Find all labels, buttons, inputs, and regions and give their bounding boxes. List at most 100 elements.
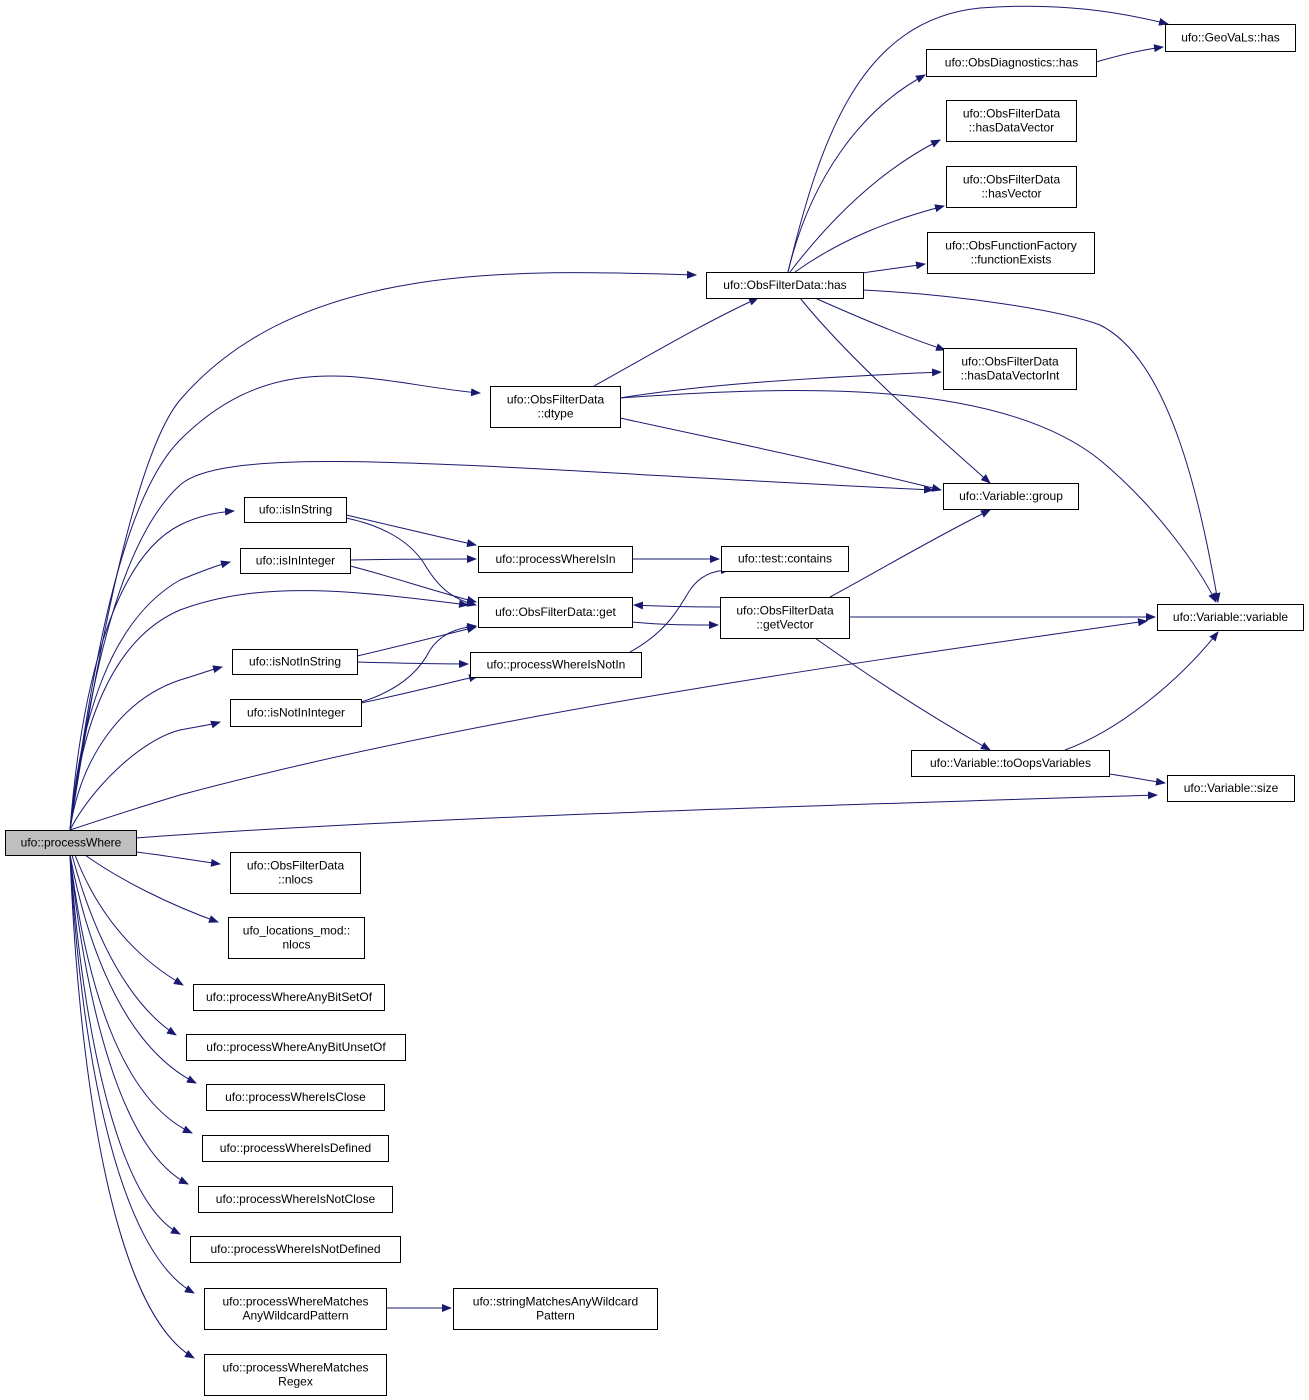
call-edge [814,297,946,351]
node-label: ufo::processWhereIsDefined [220,1141,371,1155]
node-label: ufo::Variable::toOopsVariables [930,756,1091,770]
edge-line [862,261,926,274]
edge-line [345,517,477,607]
node-label: ::hasDataVector [969,121,1054,135]
edge-line [814,637,991,751]
edge-line [69,854,195,1359]
node-label: ufo::processWhereAnyBitUnsetOf [206,1040,386,1054]
node-box [946,166,1077,208]
function-node[interactable]: ufo_locations_mod::nlocs [228,917,365,959]
call-edge [787,5,1169,273]
function-node[interactable]: ufo::processWhereAnyBitUnsetOf [186,1034,406,1061]
function-node[interactable]: ufo::ObsFilterData::get [478,597,633,628]
function-node[interactable]: ufo::isNotInString [232,649,358,675]
call-edge [356,625,477,657]
edge-line [629,566,731,653]
node-label: ufo::processWhereIsNotClose [216,1192,376,1206]
edge-line [69,854,193,1134]
edge-line [787,74,926,273]
node-label: ufo::isNotInInteger [247,706,345,720]
call-edge [349,565,477,604]
function-node[interactable]: ufo::ObsDiagnostics::has [926,49,1097,77]
node-box [198,1186,393,1213]
function-node[interactable]: ufo::isInString [244,497,347,523]
node-label: ufo::processWhereMatches [222,1295,368,1309]
node-label: ufo::test::contains [738,552,832,566]
function-node[interactable]: ufo::processWhereIsClose [206,1084,385,1111]
node-label: ufo::Variable::variable [1173,610,1289,624]
call-edge [345,517,477,607]
call-edge [69,854,193,1134]
function-node[interactable]: ufo::ObsFilterData::hasVector [946,166,1077,208]
function-node[interactable]: ufo::isNotInInteger [230,699,362,727]
function-node[interactable]: ufo::processWhereIsNotIn [470,652,642,678]
root-function-node[interactable]: ufo::processWhere [5,830,137,856]
function-node[interactable]: ufo::Variable::toOopsVariables [911,750,1110,777]
function-node[interactable]: ufo::ObsFilterData::hasDataVectorInt [943,348,1077,390]
function-node[interactable]: ufo::ObsFilterData::getVector [720,597,850,639]
function-node[interactable]: ufo::Variable::variable [1157,604,1304,631]
call-edge [69,375,481,831]
node-label: ufo::Variable::size [1184,781,1279,795]
function-node[interactable]: ufo::GeoVaLs::has [1165,24,1296,52]
node-box [1167,775,1295,802]
call-edge [593,297,759,387]
node-label: ufo::ObsFilterData::get [495,605,616,619]
node-label: AnyWildcardPattern [242,1309,348,1323]
node-box [1157,604,1304,631]
node-box [204,1354,387,1396]
edge-line [593,297,759,387]
function-node[interactable]: ufo::test::contains [721,546,849,572]
edge-line [69,375,481,831]
function-node[interactable]: ufo::processWhereIsDefined [202,1135,389,1162]
function-node[interactable]: ufo::processWhereIsNotClose [198,1186,393,1213]
edge-line [69,665,223,831]
node-box [453,1288,658,1330]
call-edge [1064,631,1219,751]
edge-line [356,659,469,668]
node-box [721,546,849,572]
function-node[interactable]: ufo::Variable::group [943,483,1079,510]
edge-line [69,270,697,831]
node-label: ::nlocs [278,873,313,887]
call-edge [69,665,223,831]
node-label: ufo::ObsFilterData [247,859,345,873]
function-node[interactable]: ufo::processWhereIsNotDefined [190,1236,401,1263]
function-node[interactable]: ufo::processWhereAnyBitSetOf [193,984,385,1011]
node-label: ufo::GeoVaLs::has [1181,31,1280,45]
function-node[interactable]: ufo::Variable::size [1167,775,1295,802]
call-edge [69,854,195,1359]
function-node[interactable]: ufo::ObsFilterData::dtype [490,386,621,428]
node-label: ::hasDataVectorInt [961,369,1060,383]
call-edge [1108,773,1166,786]
edge-line [69,854,181,1235]
node-box [943,483,1079,510]
node-label: ::hasVector [981,187,1041,201]
node-label: ::getVector [756,618,813,632]
node-box [943,348,1077,390]
function-node[interactable]: ufo::processWhereIsIn [478,546,633,573]
edge-line [349,565,477,604]
function-node[interactable]: ufo::ObsFilterData::nlocs [230,852,361,894]
function-node[interactable]: ufo::ObsFilterData::hasDataVector [946,100,1077,142]
node-label: ufo::processWhereIsNotDefined [210,1242,380,1256]
node-label: ufo_locations_mod:: [243,924,350,938]
function-node[interactable]: ufo::processWhereMatchesAnyWildcardPatte… [204,1288,387,1330]
call-edge [69,560,231,831]
function-node[interactable]: ufo::ObsFilterData::has [706,272,864,299]
function-node[interactable]: ufo::isInInteger [240,548,351,574]
edge-line [789,139,941,273]
node-box [204,1288,387,1330]
call-edge [135,851,221,867]
node-label: ufo::isInInteger [256,554,335,568]
call-edge [84,854,219,923]
edge-line [787,5,1169,273]
call-edge [69,720,221,831]
node-label: ufo::ObsFilterData::has [723,278,846,292]
node-label: ufo::processWhereIsClose [225,1090,366,1104]
call-edge [862,289,1221,603]
node-box [926,49,1097,77]
function-node[interactable]: ufo::ObsFunctionFactory::functionExists [927,232,1095,274]
